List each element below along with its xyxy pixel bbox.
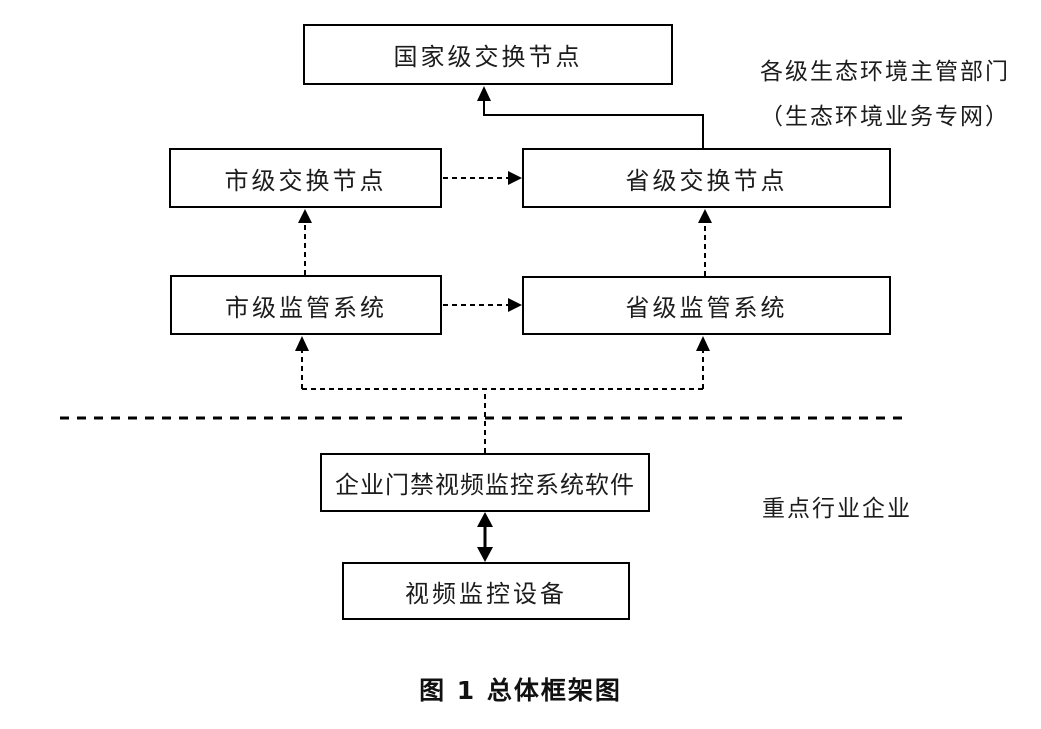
node-provincial-supervision: 省级监管系统 xyxy=(522,276,891,335)
connector-software-device xyxy=(477,512,493,562)
node-enterprise-software: 企业门禁视频监控系统软件 xyxy=(320,453,650,512)
connector-citysup-to-provsup xyxy=(443,298,522,312)
connector-provincial-to-national xyxy=(477,86,704,148)
node-national-exchange: 国家级交换节点 xyxy=(303,24,673,85)
connector-provsup-to-provex xyxy=(698,209,712,276)
node-city-supervision: 市级监管系统 xyxy=(170,275,442,335)
connector-citysup-to-cityex xyxy=(298,209,312,275)
node-provincial-exchange: 省级交换节点 xyxy=(522,148,891,208)
connector-cityex-to-provex xyxy=(443,171,522,185)
department-zone-label: 各级生态环境主管部门 （生态环境业务专网） xyxy=(730,50,1040,140)
figure-caption: 图 1 总体框架图 xyxy=(419,676,622,705)
department-zone-label-line2: （生态环境业务专网） xyxy=(760,104,1010,130)
enterprise-zone-label: 重点行业企业 xyxy=(762,496,912,522)
node-video-device: 视频监控设备 xyxy=(342,562,630,620)
connector-enterprise-to-supervision xyxy=(295,336,710,453)
node-city-exchange: 市级交换节点 xyxy=(169,148,442,208)
department-zone-label-line1: 各级生态环境主管部门 xyxy=(760,59,1010,85)
